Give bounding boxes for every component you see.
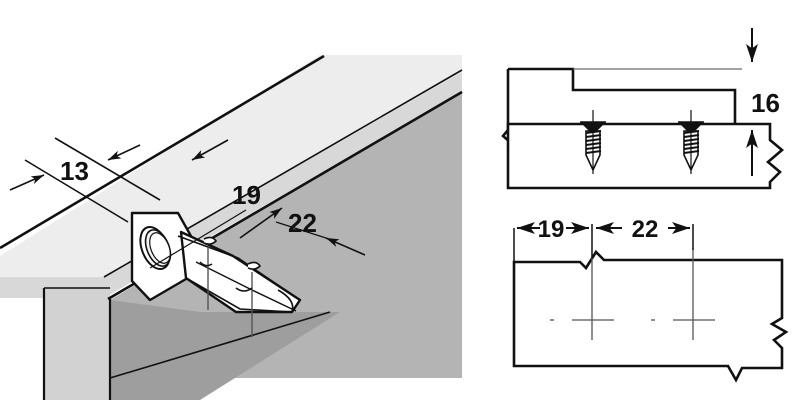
plan-extension-lines bbox=[513, 224, 694, 266]
hinge-screw-marks bbox=[199, 236, 262, 337]
dimension-label-plan-22: 22 bbox=[632, 216, 659, 243]
cabinet-interior-shadow bbox=[44, 288, 340, 400]
dimension-label-16: 16 bbox=[751, 88, 780, 118]
dimension-19-leader bbox=[149, 139, 247, 269]
plan-centre-axes bbox=[591, 248, 694, 340]
screw-2 bbox=[678, 110, 704, 174]
dimension-label-22: 22 bbox=[288, 208, 317, 238]
dimension-22-leader bbox=[239, 207, 366, 256]
hinge-assembly bbox=[130, 211, 302, 337]
dimension-label-19: 19 bbox=[232, 180, 261, 210]
dimension-label-plan-19: 19 bbox=[538, 216, 565, 243]
dimension-13 bbox=[9, 137, 161, 223]
plan-outline bbox=[512, 249, 789, 383]
dimension-label-13: 13 bbox=[60, 156, 89, 186]
carcase-profile bbox=[506, 122, 785, 190]
cabinet-side-panel bbox=[110, 92, 462, 378]
section-screws bbox=[580, 110, 704, 174]
cabinet-top-panel bbox=[0, 55, 462, 298]
screw-1 bbox=[580, 110, 606, 174]
